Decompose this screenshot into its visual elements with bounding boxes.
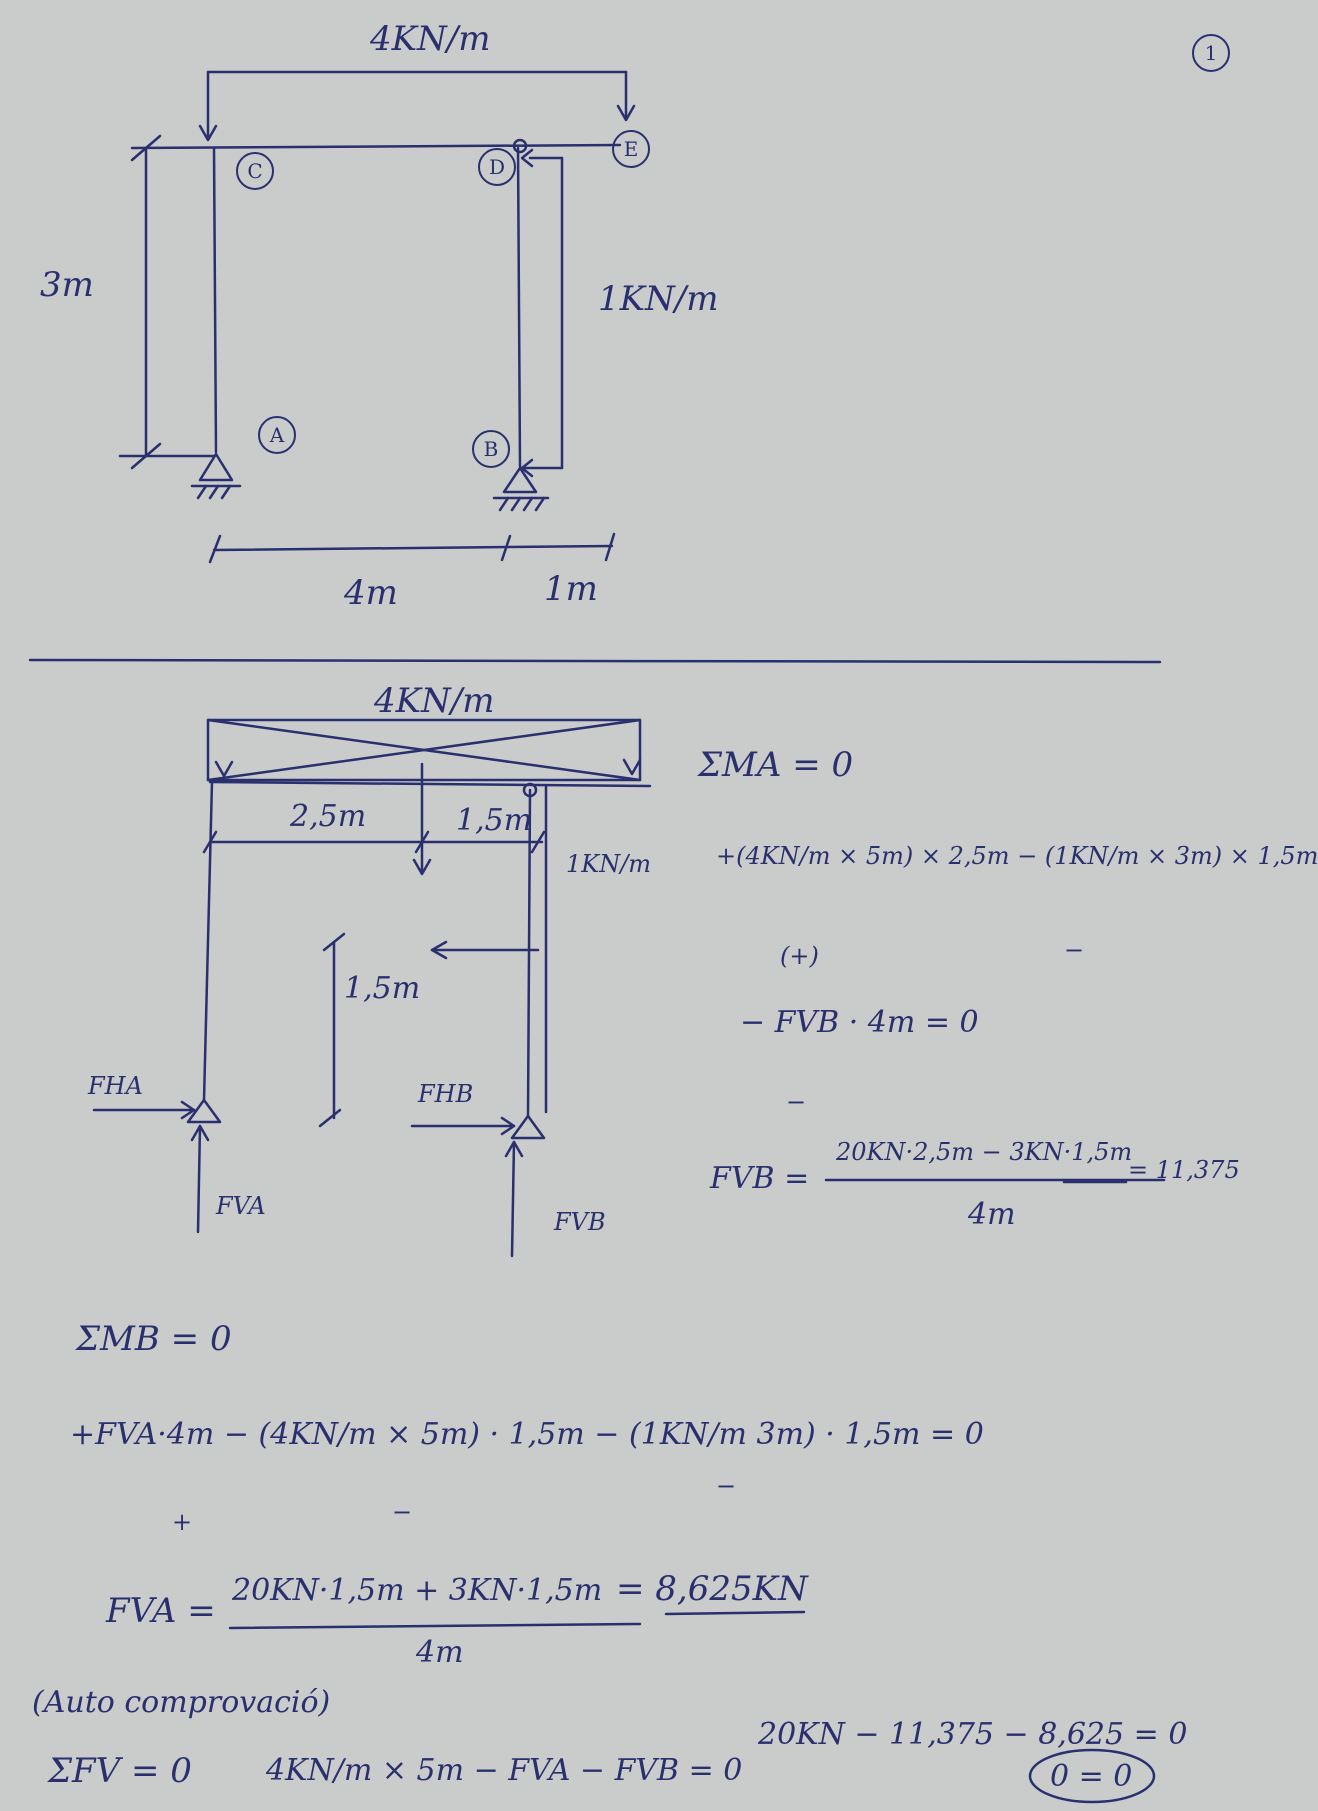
label-top-load: 4KN/m: [370, 19, 491, 59]
fbd-label-top-load: 4KN/m: [374, 681, 495, 721]
node-e: E: [612, 130, 650, 168]
eq-mb-minus-note1: −: [392, 1498, 413, 1526]
fbd-load-box: [206, 718, 642, 782]
eq-ma-plus-note: (+): [780, 942, 819, 970]
fbd-label-side-load: 1KN/m: [566, 850, 652, 878]
fbd-label-fva: FVA: [216, 1192, 266, 1220]
check-title: (Auto comprovació): [32, 1685, 331, 1720]
fbd-label-fhb: FHB: [418, 1080, 474, 1108]
node-a: A: [258, 416, 296, 454]
eq-ma-minus-note: −: [1064, 936, 1085, 964]
check-final: 0 = 0: [1050, 1759, 1133, 1794]
fva-fraction-bar: [228, 1622, 642, 1630]
column-db: [516, 146, 522, 468]
fbd-fva-arrow: [196, 1124, 202, 1234]
eq-ma-minus-note2: −: [786, 1088, 807, 1116]
eq-mb-result: = 8,625KN: [616, 1569, 808, 1609]
eq-mb-lhs: FVA =: [106, 1591, 216, 1631]
eq-ma-numerator: 20KN·2,5m − 3KN·1,5m: [836, 1138, 1133, 1166]
fbd-support-b: [510, 1114, 546, 1140]
eq-mb-plus-note: +: [172, 1508, 193, 1536]
fbd-beam: [208, 780, 652, 788]
fbd-load-cross-2: [206, 718, 642, 782]
label-span-be: 1m: [544, 569, 598, 609]
support-a: [198, 452, 234, 482]
check-numeric: 20KN − 11,375 − 8,625 = 0: [758, 1717, 1188, 1752]
column-ca: [212, 146, 218, 454]
eq-ma-denominator: 4m: [968, 1197, 1016, 1232]
dim-tick-top: [130, 134, 162, 162]
label-side-load: 1KN/m: [598, 279, 719, 319]
top-load-arrowhead-right: [616, 104, 636, 122]
check-equation: 4KN/m × 5m − FVA − FVB = 0: [266, 1753, 743, 1788]
eq-mb-denominator: 4m: [416, 1635, 464, 1670]
eq-ma-line2: − FVB · 4m = 0: [740, 1005, 979, 1040]
beam-ce: [130, 143, 622, 150]
fbd-column-left: [202, 780, 214, 1102]
side-load-arrowhead-bottom: [520, 458, 534, 478]
node-b: B: [472, 430, 510, 468]
eq-ma-lhs: FVB =: [710, 1161, 810, 1196]
fbd-label-fha: FHA: [88, 1072, 143, 1100]
fbd-column-right: [526, 788, 532, 1118]
eq-ma-line1: +(4KN/m × 5m) × 2,5m − (1KN/m × 3m) × 1,…: [716, 842, 1318, 870]
fbd-support-a: [186, 1098, 222, 1124]
notebook-sheet: 1 4KN/m 1KN/m C D E A B 3m 4m 1m 4KN/m 1…: [28, 19, 1318, 1804]
eq-mb-numerator: 20KN·1,5m + 3KN·1,5m: [232, 1573, 603, 1608]
eq-ma-result: = 11,375: [1128, 1156, 1240, 1184]
page-number: 1: [1192, 34, 1230, 72]
support-b: [502, 466, 538, 494]
label-span-ab: 4m: [344, 573, 398, 613]
node-c: C: [236, 152, 274, 190]
check-header: ΣFV = 0: [48, 1751, 192, 1791]
fbd-dist-25: 2,5m: [290, 799, 367, 834]
label-height: 3m: [40, 265, 94, 305]
eq-mb-header: ΣMB = 0: [76, 1319, 232, 1359]
side-load-arrowhead-top: [520, 148, 534, 168]
eq-ma-header: ΣMA = 0: [698, 745, 854, 785]
eq-mb-minus-note2: −: [716, 1472, 737, 1500]
hinge-d: [512, 138, 528, 154]
final-check-ellipse: [1028, 1748, 1156, 1804]
fbd-dist-15-top: 1,5m: [456, 803, 533, 838]
top-load-arrowhead-left: [198, 124, 218, 142]
dim-span: [212, 544, 614, 552]
fbd-fvb-arrow: [510, 1140, 516, 1258]
node-d: D: [478, 148, 516, 186]
fbd-label-fvb: FVB: [554, 1208, 606, 1236]
hand-drawings: [28, 70, 1166, 1804]
fbd-dist-15-side: 1,5m: [344, 971, 421, 1006]
eq-mb-line1: +FVA·4m − (4KN/m × 5m) · 1,5m − (1KN/m 3…: [70, 1417, 984, 1452]
section-divider: [28, 658, 1162, 664]
